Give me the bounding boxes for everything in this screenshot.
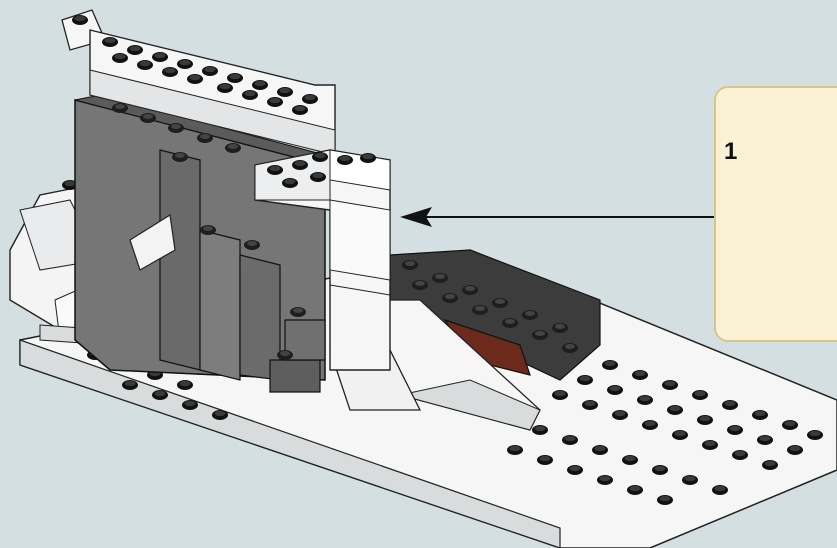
pointer-arrow-icon <box>400 207 716 227</box>
sub-step-callout <box>714 86 837 342</box>
sub-step-number: 1 <box>724 138 738 165</box>
white-column <box>254 149 391 371</box>
